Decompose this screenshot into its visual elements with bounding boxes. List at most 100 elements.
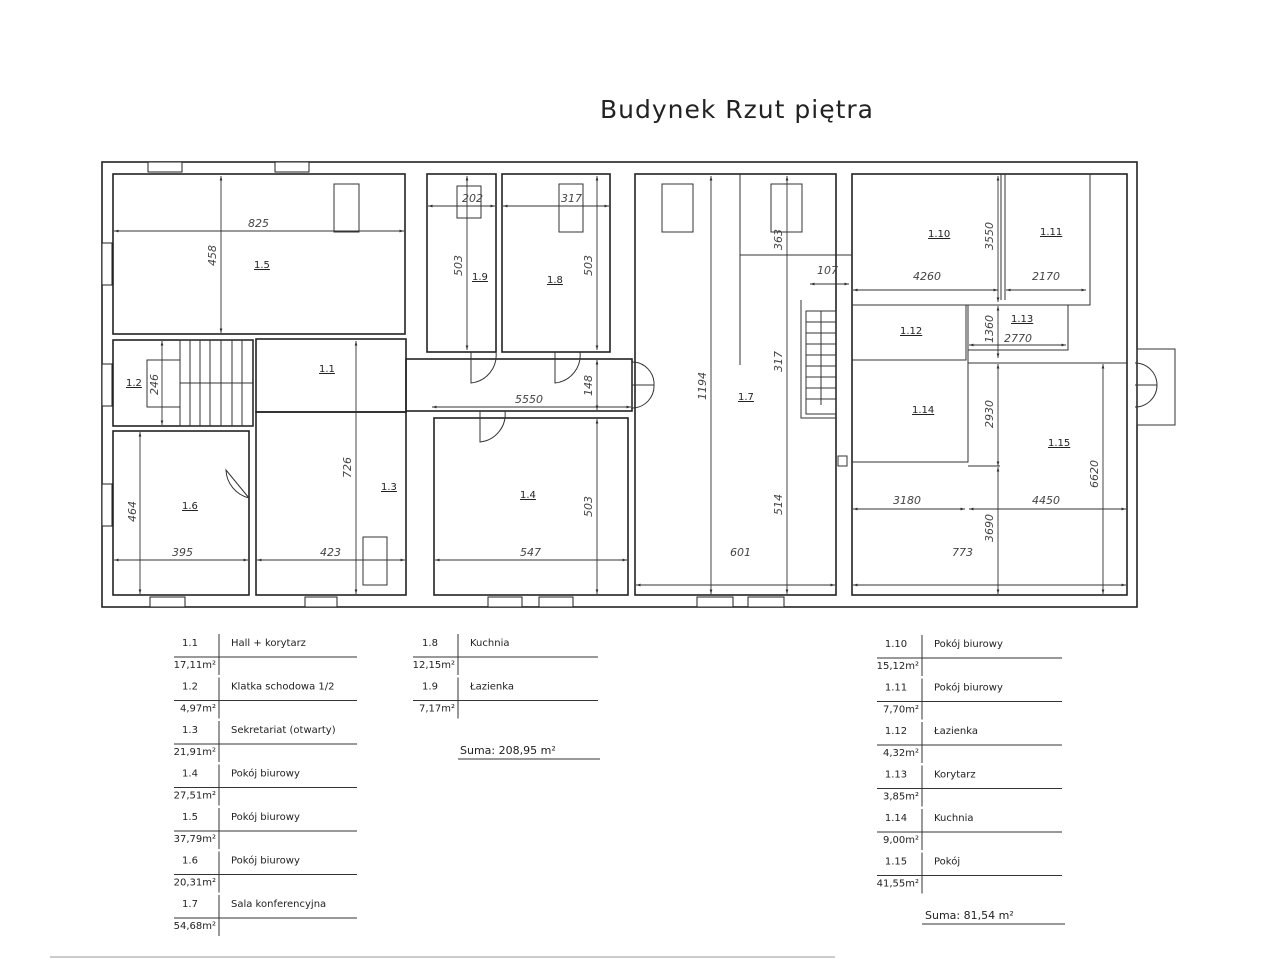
legend-room-number: 1.13 [885,770,907,781]
legend-room-name: Pokój biurowy [934,682,1003,694]
room-label-1-14: 1.14 [912,405,934,416]
dim-label: 3180 [893,494,921,507]
legend-room-name: Łazienka [933,726,978,737]
dim-label: 363 [772,229,785,250]
legend-room-name: Hall + korytarz [231,638,306,649]
room-label-1-15: 1.15 [1048,438,1070,449]
legend-room-area: 4,32m² [883,748,919,759]
legend-room-name: Łazienka [469,682,514,693]
legend-room-name: Sekretariat (otwarty) [231,725,336,736]
room-label-1-3: 1.3 [381,482,397,493]
legend-left: 1.1 Hall + korytarz 17,11m² 1.2 Klatka schod… [174,634,357,936]
dim-label: 148 [582,375,595,396]
legend-room-area: 9,00m² [883,835,919,846]
dim-label: 726 [341,457,354,478]
legend-row: 1.2 Klatka schodowa 1/2 4,97m² [174,677,357,719]
legend-room-name: Pokój biurowy [231,811,300,823]
room-label-1-9: 1.9 [472,272,488,283]
legend-room-number: 1.14 [885,813,907,824]
room-label-1-5: 1.5 [254,260,270,271]
legend-row: 1.9 Łazienka 7,17m² [413,677,598,719]
legend-row: 1.13 Korytarz 3,85m² [877,765,1062,807]
legend-row: 1.1 Hall + korytarz 17,11m² [174,634,357,675]
legend-room-number: 1.9 [422,682,438,693]
dim-label: 2170 [1032,270,1060,283]
legend-row: 1.12 Łazienka 4,32m² [877,722,1062,763]
dim-label: 317 [772,351,785,372]
legend-room-area: 3,85m² [883,792,919,803]
dim-label: 464 [126,501,139,522]
legend-room-name: Pokój [934,856,960,868]
room-label-1-11: 1.11 [1040,227,1062,238]
legend-room-area: 7,17m² [419,704,455,715]
legend-row: 1.4 Pokój biurowy 27,51m² [174,764,357,806]
legend-room-area: 17,11m² [174,660,216,671]
legend-room-area: 20,31m² [174,878,216,889]
room-label-1-4: 1.4 [520,490,536,501]
dim-label: 503 [582,496,595,517]
legend-room-number: 1.2 [182,682,198,693]
legend-room-number: 1.15 [885,857,907,868]
dim-label: 825 [248,217,269,230]
dim-label: 2930 [983,400,996,428]
legend-room-area: 7,70m² [883,705,919,716]
dim-label: 503 [582,255,595,276]
legend-room-area: 54,68m² [174,921,216,932]
room-walls [112,173,1128,596]
staircase-left [146,339,254,427]
dim-label: 107 [817,264,838,277]
legend-room-area: 21,91m² [174,747,216,758]
legend-row: 1.5 Pokój biurowy 37,79m² [174,808,357,849]
legend-room-area: 4,97m² [180,704,216,715]
room-label-1-12: 1.12 [900,326,922,337]
room-label-1-8: 1.8 [547,275,563,286]
legend-room-number: 1.12 [885,726,907,737]
room-labels: 1.5 1.2 1.1 1.3 1.6 1.9 1.8 1.4 1.7 1.10… [126,227,1070,512]
dim-label: 547 [520,546,541,559]
room-label-1-1: 1.1 [319,364,335,375]
legend-room-number: 1.5 [182,812,198,823]
legend-room-name: Pokój biurowy [231,768,300,780]
room-label-1-6: 1.6 [182,501,198,512]
fixtures [333,183,848,586]
dim-label: 202 [462,192,483,205]
legend-room-number: 1.11 [885,683,907,694]
legend-room-number: 1.7 [182,899,198,910]
windows [101,161,785,608]
legend-room-number: 1.8 [422,638,438,649]
legend-row: 1.3 Sekretariat (otwarty) 21,91m² [174,721,357,762]
legend-room-number: 1.4 [182,769,198,780]
legend-room-name: Pokój biurowy [934,638,1003,650]
legend-room-number: 1.3 [182,725,198,736]
dimension-lines [114,176,1126,594]
legend-room-name: Korytarz [934,770,976,781]
dim-label: 317 [561,192,582,205]
dim-label: 514 [772,494,785,515]
dim-label: 5550 [515,393,543,406]
dim-label: 423 [320,546,341,559]
legend-room-name: Pokój biurowy [231,855,300,867]
dim-label: 4260 [913,270,941,283]
dim-label: 601 [730,546,751,559]
doors [225,348,1176,499]
dim-label: 6620 [1088,460,1101,488]
legend-room-area: 37,79m² [174,834,216,845]
staircase-right [800,300,837,419]
dim-label: 4450 [1032,494,1060,507]
sum-middle: Suma: 208,95 m² [460,744,556,757]
legend-room-name: Klatka schodowa 1/2 [231,682,335,693]
legend-room-number: 1.10 [885,639,907,650]
dim-label: 3690 [983,514,996,542]
legend-row: 1.6 Pokój biurowy 20,31m² [174,851,357,893]
legend-room-area: 27,51m² [174,791,216,802]
dim-label: 246 [148,374,161,395]
dim-label: 3550 [983,222,996,250]
legend-room-number: 1.6 [182,856,198,867]
legend-room-number: 1.1 [182,638,198,649]
